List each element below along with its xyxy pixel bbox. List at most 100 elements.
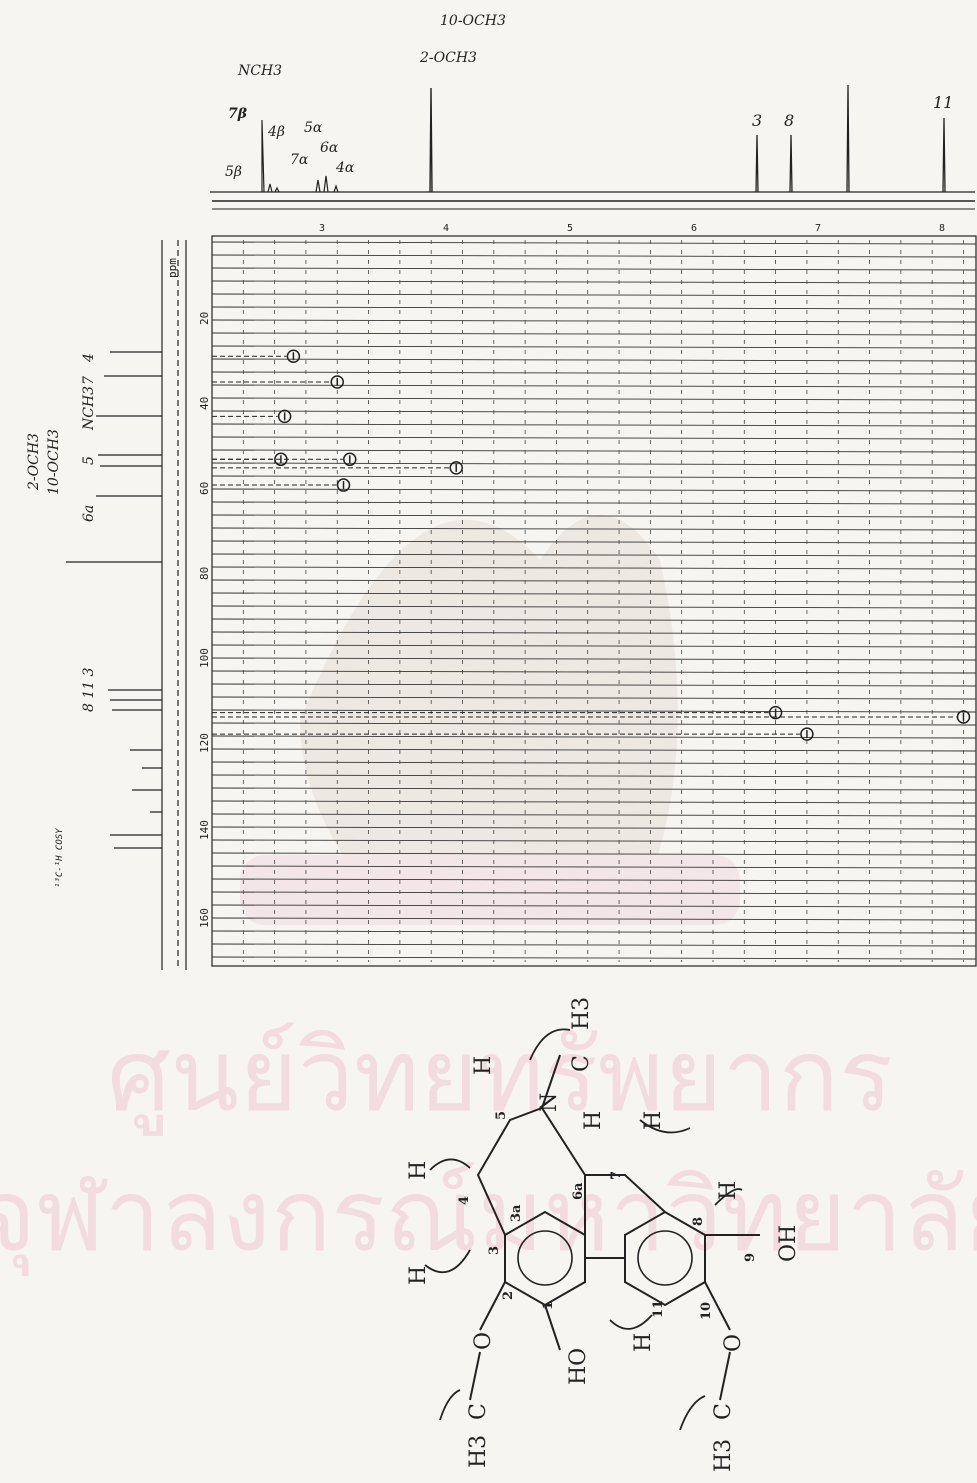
atom-h3-ome2: H3: [466, 1435, 491, 1468]
hmbc-arrow-ome10: [679, 1395, 706, 1431]
contour-line: [211, 527, 977, 531]
cross-peak: [336, 478, 351, 492]
c-axis-ppm: ppm: [166, 258, 179, 278]
n-methyl-bond: [541, 1054, 561, 1109]
c-cosy-caption: ¹³C-¹H COSY: [55, 828, 65, 888]
contour-line: [211, 826, 977, 830]
watermark-banner: [240, 855, 740, 925]
num-4: 4: [457, 1196, 472, 1205]
atom-h5: H: [471, 1056, 496, 1075]
c-tick-40: 40: [198, 397, 211, 410]
label-5b: 5β: [225, 164, 242, 180]
methoxy-peak: [429, 87, 433, 193]
contour-line: [211, 852, 977, 856]
contour-line: [211, 865, 977, 869]
atom-h8: H: [716, 1181, 741, 1200]
correlation-guides: [212, 355, 957, 735]
num-5: 5: [494, 1111, 509, 1120]
contour-line: [211, 397, 977, 401]
contour-line: [211, 644, 977, 648]
hmbc-arrow-h4: [429, 1158, 471, 1171]
contour-line: [211, 423, 977, 427]
contour-line: [211, 332, 977, 336]
c-label-8-11-3: 8 11 3: [81, 667, 97, 712]
tick-7: 7: [815, 223, 821, 234]
structure-numbers: 4 5 6a 7 3 3a 8 9 2 1 10 11: [457, 1111, 758, 1320]
bond-c1-oh: [544, 1304, 561, 1351]
hmbc-arrow-h11: [609, 1314, 653, 1330]
contour-line: [211, 878, 977, 882]
contour-line: [211, 358, 977, 362]
cross-peak: [800, 727, 814, 741]
contour-line: [211, 592, 977, 596]
contour-line: [211, 904, 977, 908]
contour-lines: [211, 241, 977, 960]
contour-line: [211, 280, 977, 284]
contour-line: [211, 748, 977, 752]
cross-peak: [956, 710, 971, 724]
bond-o-c: [469, 1351, 481, 1401]
label-10-och3: 10-OCH3: [440, 13, 506, 29]
h11-peak: [942, 117, 946, 193]
contour-line: [211, 696, 977, 700]
contour-line: [211, 657, 977, 661]
num-8: 8: [691, 1217, 706, 1226]
contour-line: [211, 553, 977, 557]
label-5a: 5α: [304, 120, 323, 136]
atom-c-ome2: C: [466, 1403, 491, 1420]
ring-a-aromatic: [517, 1230, 573, 1286]
label-h11: 11: [933, 93, 953, 112]
proton-axis-ticks: 3 4 5 6 7 8: [319, 223, 945, 234]
atom-h6a: H: [581, 1111, 606, 1130]
aliphatic-peaks: [261, 119, 339, 193]
cross-peak: [343, 452, 357, 467]
num-3: 3: [487, 1246, 502, 1255]
cross-peaks: [274, 349, 971, 741]
h3-peak: [755, 134, 759, 193]
c-tick-120: 120: [198, 733, 211, 753]
contour-line: [211, 787, 977, 791]
contour-line: [211, 709, 977, 713]
tick-3: 3: [319, 223, 325, 234]
hmbc-arrow-h7: [639, 1119, 691, 1134]
contour-line: [211, 254, 977, 258]
c-label-5: 5: [81, 456, 97, 465]
atom-n: N: [537, 1093, 562, 1112]
contour-line: [211, 566, 977, 570]
cross-peak: [274, 452, 288, 467]
carbon-axis: ppm 20 40 60 80 100 120 140 160: [166, 258, 211, 928]
c-tick-60: 60: [198, 482, 211, 495]
contour-line: [211, 774, 977, 778]
contour-line: [211, 345, 977, 349]
structure-labels: H3 C N H H H H H H OH HO H O O C C H3 H3: [406, 997, 801, 1472]
c-label-nch3: NCH3: [81, 386, 97, 431]
num-1: 1: [541, 1301, 556, 1310]
solvent-peak: [846, 84, 850, 193]
contour-line: [211, 631, 977, 635]
h8-peak: [789, 134, 793, 193]
c-label-4: 4: [81, 353, 97, 363]
hmbc-arrow-h3: [424, 1249, 471, 1274]
contour-line: [211, 371, 977, 375]
num-9: 9: [743, 1253, 758, 1262]
num-11: 11: [651, 1300, 666, 1318]
atom-c-top: C: [569, 1055, 594, 1072]
label-2-och3: 2-OCH3: [419, 50, 477, 66]
proton-labels: 10-OCH3 2-OCH3 NCH3 7β 5β 4β 5α 6α 7α 4α…: [225, 13, 953, 180]
contour-line: [211, 670, 977, 674]
contour-line: [211, 956, 977, 960]
proton-spectrum: [210, 84, 975, 210]
c-label-10-och3: 10-OCH3: [46, 429, 62, 495]
contour-line: [211, 722, 977, 726]
contour-line: [211, 501, 977, 505]
num-10: 10: [699, 1302, 714, 1320]
contour-line: [211, 267, 977, 271]
num-6a: 6a: [571, 1182, 586, 1200]
carbon-spectrum: [66, 240, 187, 970]
contour-line: [211, 306, 977, 310]
c-label-2-och3: 2-OCH3: [26, 433, 42, 491]
contour-line: [211, 488, 977, 492]
atom-h4: H: [406, 1161, 431, 1180]
hmbc-arrow-nch3: [529, 1028, 571, 1061]
